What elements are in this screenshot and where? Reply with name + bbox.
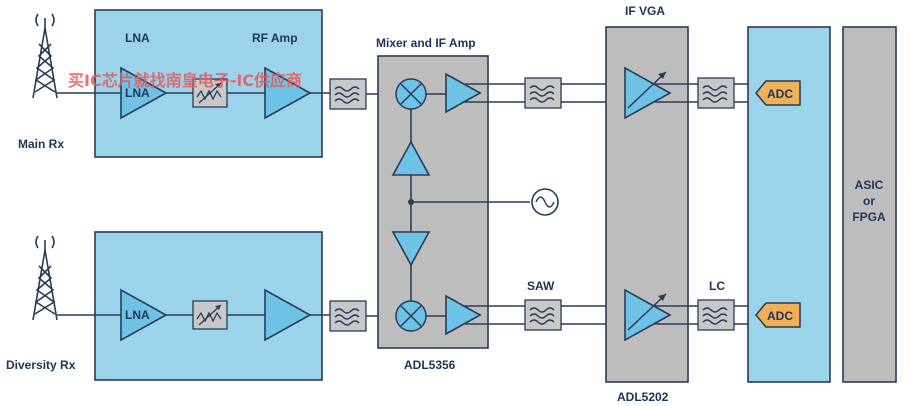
rf-filter-top-icon — [329, 78, 367, 110]
lna-top-triangle — [120, 66, 168, 120]
if-vga-label: IF VGA — [625, 4, 665, 18]
lc-label: LC — [709, 279, 725, 293]
adc-bottom-label: ADC — [767, 309, 793, 323]
saw-label: SAW — [527, 279, 555, 293]
main-antenna-icon — [32, 13, 58, 99]
asic-fpga-box — [842, 26, 897, 383]
local-oscillator-icon — [531, 188, 559, 216]
rf-filter-bottom-icon — [329, 300, 367, 332]
mixer-if-amp-label: Mixer and IF Amp — [376, 36, 476, 50]
lna-header-label: LNA — [125, 31, 150, 45]
vga-bottom-icon — [624, 288, 672, 342]
asic-label-line1: ASIC — [855, 178, 884, 192]
lna-top-block-label: LNA — [125, 86, 150, 100]
attenuator-bottom-icon — [192, 300, 228, 330]
rf-amp-bottom-triangle — [264, 288, 312, 342]
if-amp-bottom-triangle — [445, 294, 482, 336]
rf-amp-header-label: RF Amp — [252, 31, 298, 45]
saw-filter-top-icon — [524, 77, 562, 109]
rf-amp-top-triangle — [264, 66, 312, 120]
adl5356-label: ADL5356 — [404, 358, 456, 372]
if-amp-top-triangle — [445, 72, 482, 114]
lna-bottom-block-label: LNA — [125, 308, 150, 322]
saw-filter-bottom-icon — [524, 299, 562, 331]
adc-bottom-block — [755, 302, 801, 328]
lc-filter-bottom-icon — [697, 299, 735, 331]
asic-label-line2: or — [863, 194, 875, 208]
main-rx-label: Main Rx — [18, 137, 64, 151]
diversity-antenna-icon — [32, 235, 58, 321]
lo-buffer-down-triangle — [391, 231, 431, 267]
adc-top-label: ADC — [767, 87, 793, 101]
adc-top-block — [755, 80, 801, 106]
diversity-rx-label: Diversity Rx — [6, 358, 76, 372]
adl5202-label: ADL5202 — [617, 390, 669, 404]
asic-label-line3: FPGA — [852, 210, 886, 224]
lna-bottom-triangle — [120, 288, 168, 342]
lc-filter-top-icon — [697, 77, 735, 109]
mixer-top-icon — [395, 78, 427, 110]
vga-top-icon — [624, 66, 672, 120]
watermark-text: 买IC芯片就找南皇电子-IC供应商 — [68, 71, 302, 90]
mixer-bottom-icon — [395, 300, 427, 332]
